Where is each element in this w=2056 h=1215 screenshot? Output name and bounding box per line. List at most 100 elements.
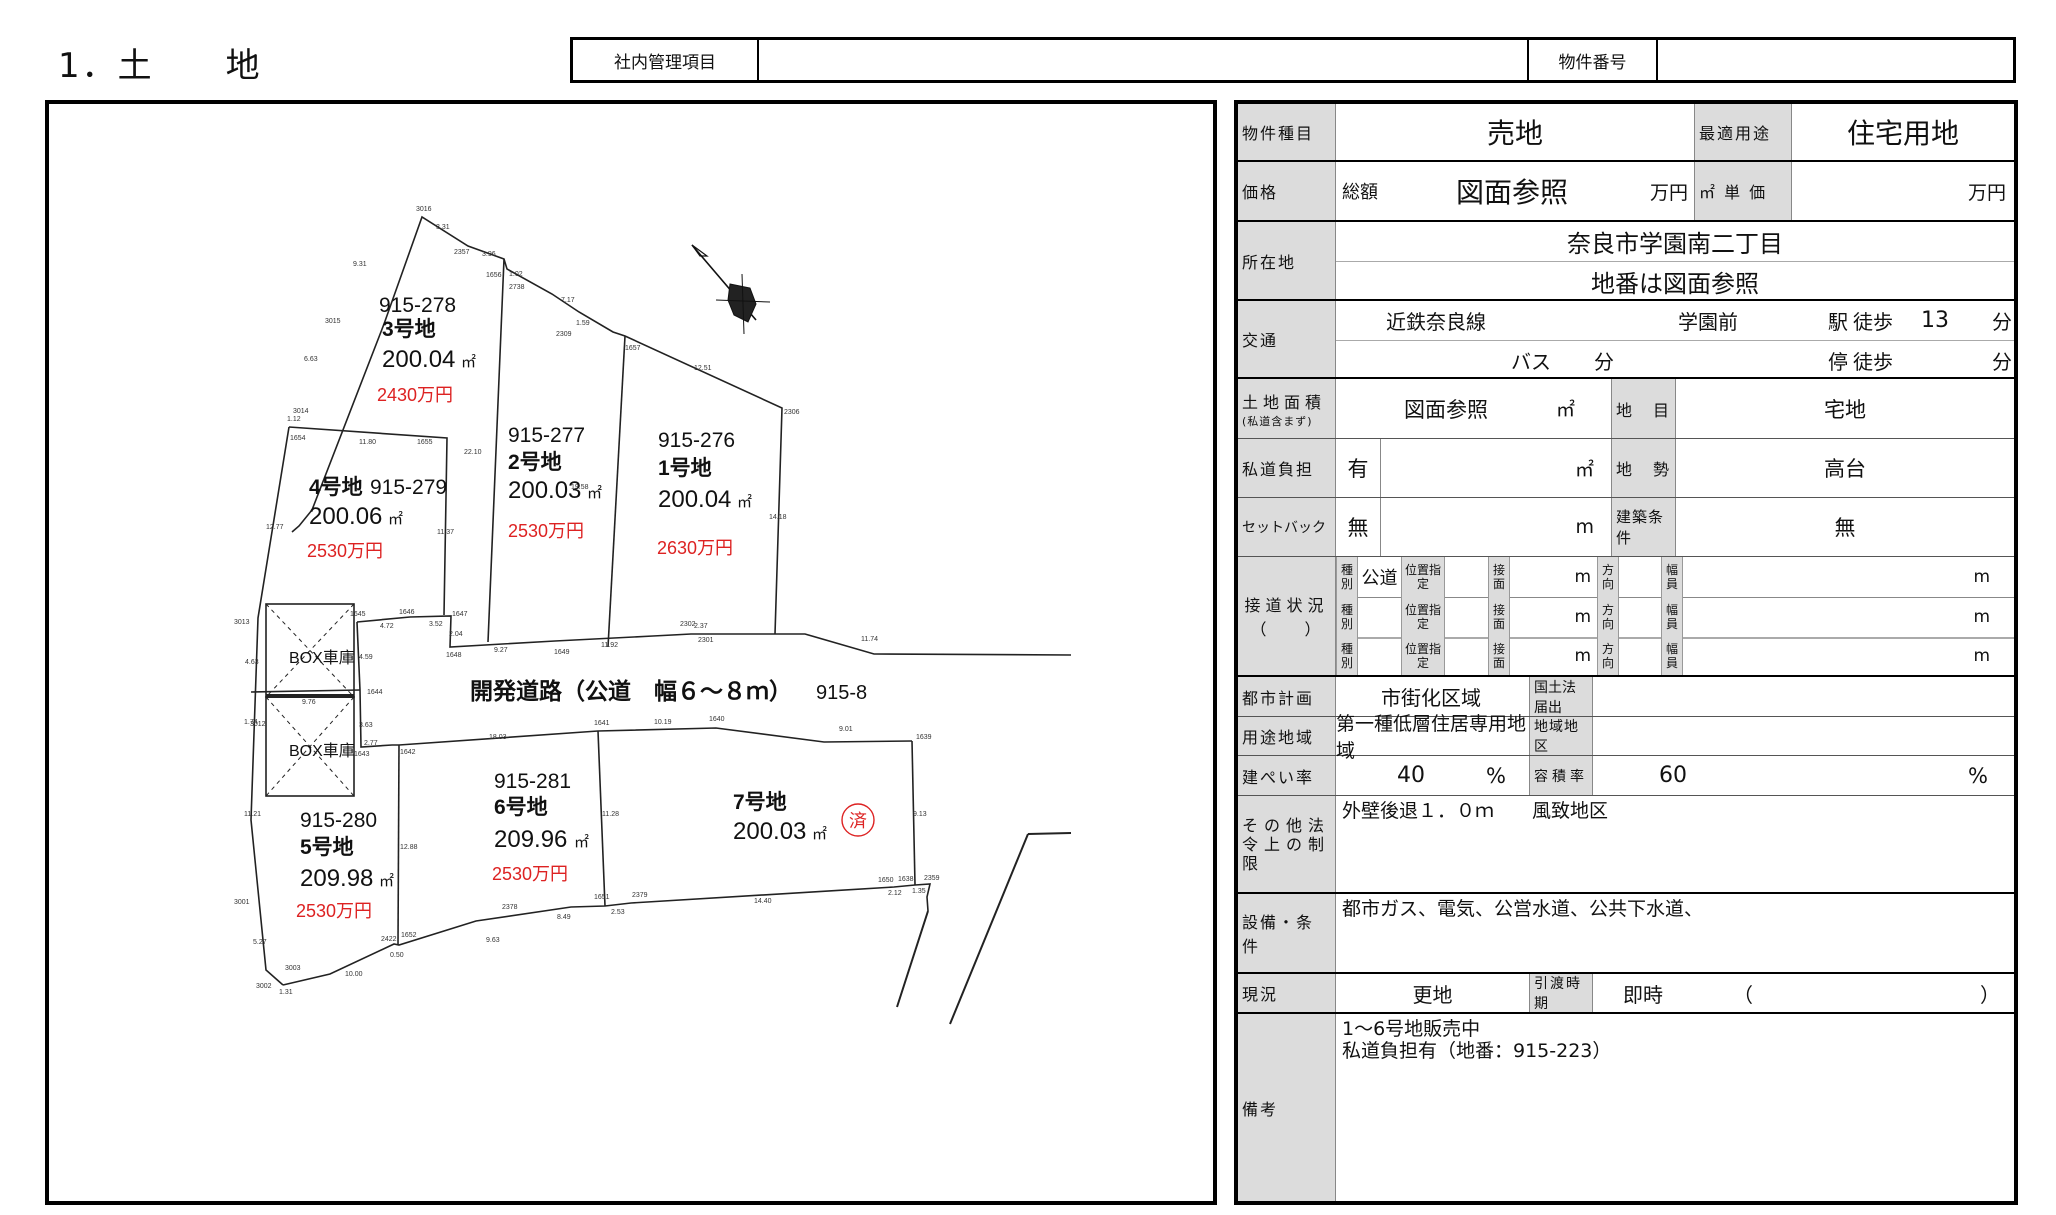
svg-text:11.80: 11.80	[359, 439, 376, 446]
road-type-1: 公道	[1361, 568, 1398, 589]
svg-text:7.17: 7.17	[561, 297, 575, 304]
far-value: 60	[1659, 763, 1687, 788]
row-coverage: 建ぺい率 40 % 容積率 60 %	[1238, 756, 2014, 796]
price-value: 図面参照	[1455, 176, 1568, 209]
private-road-area: ㎡	[1380, 439, 1598, 497]
lot3-name: 3号地	[382, 317, 436, 341]
svg-text:19.58: 19.58	[571, 484, 589, 491]
svg-text:3001: 3001	[234, 899, 250, 906]
svg-text:2422: 2422	[381, 936, 397, 943]
svg-text:12.51: 12.51	[694, 365, 712, 372]
row-land-area: 土地面積 (私道含まず) 図面参照 ㎡ 地目 宅地	[1238, 379, 2014, 439]
setback-label: セットバック	[1238, 498, 1336, 556]
svg-text:2738: 2738	[509, 284, 525, 291]
svg-text:1640: 1640	[709, 716, 725, 723]
svg-text:1642: 1642	[400, 749, 416, 756]
lot7-area: 200.03	[733, 818, 806, 845]
land-category-label: 地目	[1611, 379, 1676, 438]
svg-text:2.04: 2.04	[449, 631, 463, 638]
svg-text:4.63: 4.63	[245, 659, 259, 666]
row-city-plan: 都市計画 市街化区域 国土法届出	[1238, 677, 2014, 717]
road-lot-number: 915-8	[816, 682, 867, 704]
row-road-access: 接道状況 （ ） 種別 公道 位置指定 接面 m 方向 幅員 m 種別 位置指定…	[1238, 557, 2014, 677]
lot6-name: 6号地	[494, 795, 548, 819]
road-access-row-1: 種別 公道 位置指定 接面 m 方向 幅員 m	[1336, 557, 2014, 598]
svg-text:㎡: ㎡	[379, 873, 394, 890]
row-setback: セットバック 無 m 建築条件 無	[1238, 498, 2014, 557]
city-plan-label: 都市計画	[1238, 677, 1336, 716]
national-land-law-label: 国土法届出	[1529, 677, 1593, 716]
road-access-label: 接道状況 （ ）	[1238, 557, 1336, 675]
svg-text:1650: 1650	[878, 877, 894, 884]
internal-mgmt-field[interactable]	[759, 40, 1529, 80]
zoning-value: 第一種低層住居専用地域	[1336, 713, 1527, 762]
svg-text:㎡: ㎡	[737, 494, 752, 511]
lot4-number: 915-279	[370, 476, 447, 499]
lot1-price: 2630万円	[657, 538, 733, 558]
svg-text:3014: 3014	[293, 408, 309, 415]
row-private-road: 私道負担 有 ㎡ 地勢 高台	[1238, 439, 2014, 498]
svg-text:2359: 2359	[924, 875, 940, 882]
city-plan-value: 市街化区域	[1381, 686, 1481, 710]
row-zoning: 用途地域 第一種低層住居専用地域 地域地区	[1238, 713, 2014, 762]
price-label: 価格	[1238, 162, 1336, 220]
svg-text:11.28: 11.28	[602, 811, 619, 818]
lot4-name: 4号地	[309, 475, 363, 499]
facilities-value: 都市ガス、電気、公営水道、公共下水道、	[1342, 898, 1704, 920]
transport-label: 交通	[1238, 301, 1336, 377]
row-remarks: 備考 1～6号地販売中 私道負担有（地番：915-223）	[1238, 1014, 2014, 1201]
survey-points: 3016 2357 1656 2738 2309 1657 2306 3015 …	[234, 206, 940, 990]
road-access-row-3: 種別 位置指定 接面 m 方向 幅員 m	[1336, 637, 2014, 675]
svg-text:14.40: 14.40	[754, 898, 772, 905]
north-arrow-icon	[691, 244, 771, 335]
location-line2: 地番は図面参照	[1591, 270, 1759, 298]
svg-text:4.59: 4.59	[359, 654, 373, 661]
property-no-label: 物件番号	[1529, 40, 1658, 80]
svg-text:11.37: 11.37	[437, 529, 454, 536]
svg-text:1641: 1641	[594, 720, 610, 727]
lot5-name: 5号地	[300, 835, 354, 859]
svg-text:2379: 2379	[632, 892, 648, 899]
land-area-value: 図面参照	[1404, 397, 1488, 422]
lot6-number: 915-281	[494, 770, 571, 793]
svg-text:2.37: 2.37	[694, 623, 708, 630]
svg-text:1647: 1647	[452, 611, 468, 618]
svg-text:4.72: 4.72	[380, 623, 394, 630]
transport-train-line: 近鉄奈良線 学園前 駅 徒歩 13 分	[1386, 308, 2012, 334]
svg-text:8.49: 8.49	[557, 914, 571, 921]
svg-text:㎡: ㎡	[388, 511, 403, 528]
row-transport: 交通 近鉄奈良線 学園前 駅 徒歩 13 分 バス 分 停 徒歩 分	[1238, 301, 2014, 379]
private-road-value: 有	[1347, 457, 1369, 481]
zoning-label: 用途地域	[1238, 717, 1336, 755]
lot1-area: 200.04	[658, 486, 731, 513]
svg-text:14.18: 14.18	[769, 514, 787, 521]
remarks-value: 1～6号地販売中 私道負担有（地番：915-223）	[1342, 1018, 1612, 1062]
svg-text:済: 済	[849, 811, 867, 832]
garage-boxes	[265, 603, 355, 797]
svg-text:11.92: 11.92	[601, 642, 618, 649]
terrain-value: 高台	[1824, 457, 1866, 481]
coverage-value: 40	[1397, 763, 1425, 788]
transport-bus-line: バス 分 停 徒歩 分	[1336, 341, 2014, 379]
far-label: 容積率	[1529, 756, 1593, 795]
svg-text:2.12: 2.12	[888, 890, 902, 897]
lot1-number: 915-276	[658, 429, 735, 452]
svg-text:9.76: 9.76	[302, 699, 316, 706]
svg-text:12.77: 12.77	[266, 524, 284, 531]
svg-text:1.31: 1.31	[279, 989, 293, 996]
svg-text:3012: 3012	[250, 721, 266, 728]
property-no-field[interactable]	[1658, 40, 2013, 80]
svg-text:2306: 2306	[784, 409, 800, 416]
property-info-table: 物件種目 売地 最適用途 住宅用地 価格 総額 図面参照 万円 ㎡ 単 価 万円…	[1234, 100, 2018, 1205]
svg-text:2302: 2302	[680, 621, 696, 628]
lot3-area: 200.04	[382, 346, 455, 373]
row-current: 現況 更地 引渡時期 即時 （ ）	[1238, 974, 2014, 1014]
svg-text:10.19: 10.19	[654, 719, 672, 726]
svg-text:2301: 2301	[698, 637, 714, 644]
svg-text:3016: 3016	[416, 206, 432, 213]
svg-text:18.03: 18.03	[489, 734, 507, 741]
train-line-name: 近鉄奈良線	[1386, 310, 1486, 334]
lot3-number: 915-278	[379, 294, 456, 317]
svg-text:1656: 1656	[486, 272, 502, 279]
svg-text:3.96: 3.96	[482, 251, 496, 258]
